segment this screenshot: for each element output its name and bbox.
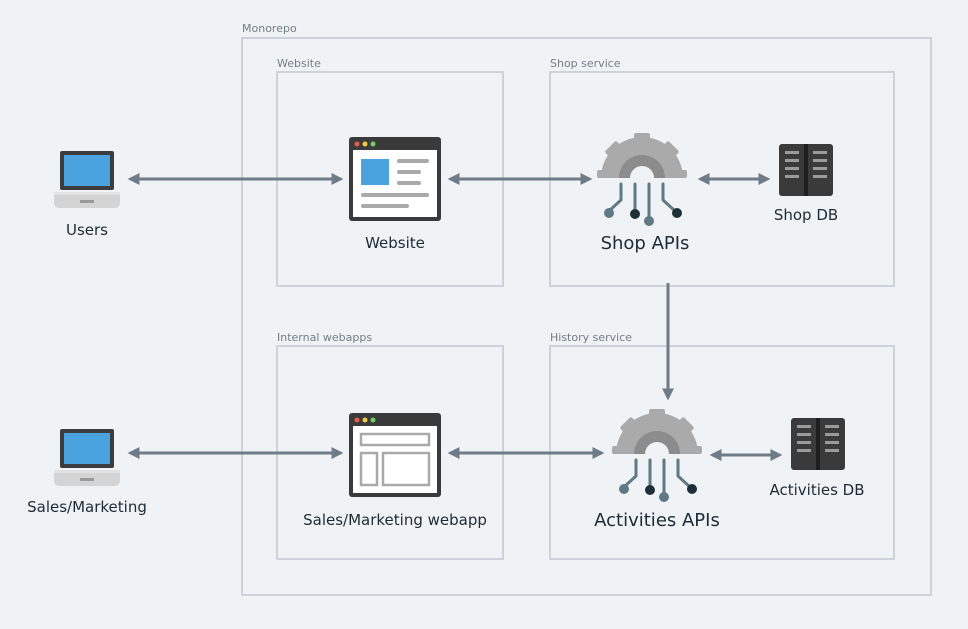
browser-window-icon xyxy=(349,413,441,497)
shop-apis-label: Shop APIs xyxy=(600,233,690,254)
database-icon xyxy=(791,418,845,470)
group-history-service-label: History service xyxy=(550,331,633,344)
shop-db-label: Shop DB xyxy=(773,206,839,224)
sales-webapp-label: Sales/Marketing webapp xyxy=(303,511,487,529)
group-monorepo xyxy=(241,37,932,596)
api-gear-icon xyxy=(612,409,702,502)
api-gear-icon xyxy=(597,133,687,226)
activities-apis-label: Activities APIs xyxy=(594,510,720,531)
database-icon xyxy=(779,144,833,196)
laptop-icon xyxy=(54,429,120,486)
group-monorepo-label: Monorepo xyxy=(242,22,297,35)
users-label: Users xyxy=(65,221,109,239)
activities-db-label: Activities DB xyxy=(769,481,865,499)
website-label: Website xyxy=(365,234,425,252)
group-shop-service-label: Shop service xyxy=(550,57,621,70)
browser-window-icon xyxy=(349,137,441,221)
laptop-icon xyxy=(54,151,120,208)
group-internal-webapps-label: Internal webapps xyxy=(277,331,373,344)
sales-marketing-label: Sales/Marketing xyxy=(27,498,147,516)
group-website-label: Website xyxy=(277,57,321,70)
